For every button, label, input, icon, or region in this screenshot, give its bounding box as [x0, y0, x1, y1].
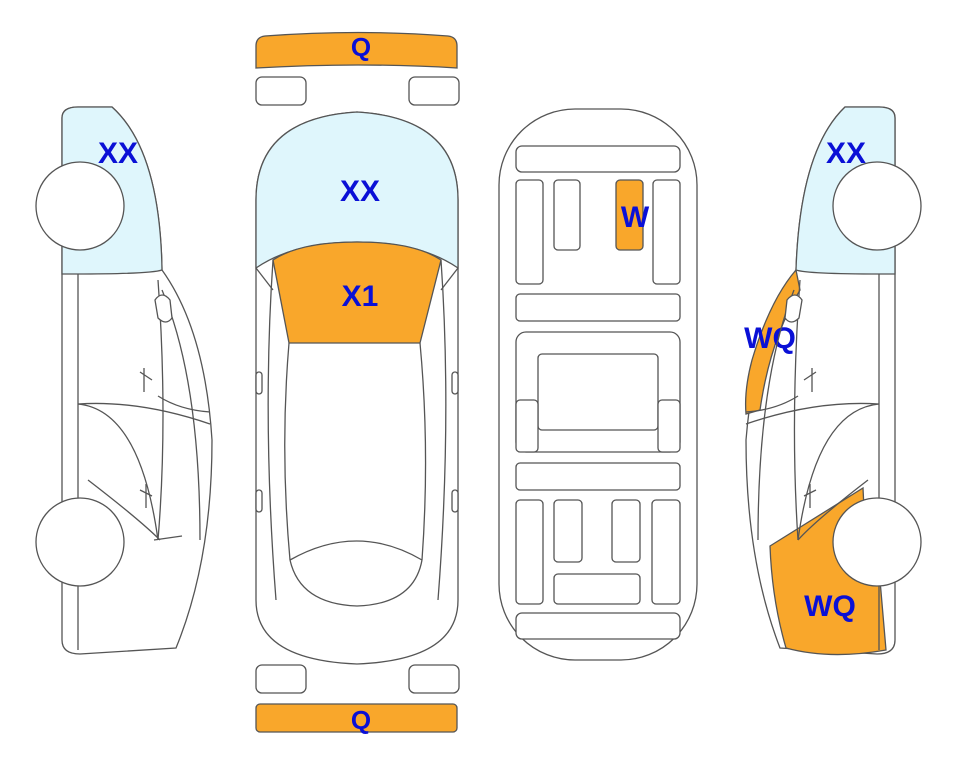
- underbody-part[interactable]: [615, 179, 644, 251]
- right-side-view: XX WQ WQ: [744, 106, 922, 656]
- rear-bumper[interactable]: Q: [255, 703, 458, 735]
- front-bumper[interactable]: Q: [255, 31, 458, 69]
- right-rear-wheel: [832, 497, 922, 587]
- taillight-left: [255, 664, 307, 694]
- top-hood[interactable]: [272, 241, 442, 344]
- rear-bumper-label: Q: [351, 705, 371, 735]
- left-side-view: XX: [35, 106, 213, 655]
- taillight-right: [408, 664, 460, 694]
- top-view-car: XX X1: [255, 111, 459, 665]
- left-rear-wheel: [35, 497, 125, 587]
- right-rear-fender-label: WQ: [804, 590, 856, 623]
- underbody-view: W: [498, 108, 698, 661]
- headlight-left: [255, 76, 307, 106]
- top-windshield-label: XX: [340, 175, 380, 208]
- underbody-part-label: W: [621, 201, 650, 234]
- left-front-wheel: [35, 161, 125, 251]
- left-window-label: XX: [98, 137, 138, 170]
- right-front-wheel: [832, 161, 922, 251]
- right-window-label: XX: [826, 137, 866, 170]
- front-bumper-label: Q: [351, 32, 371, 62]
- top-hood-label: X1: [342, 280, 379, 313]
- right-front-door-label: WQ: [744, 322, 796, 355]
- headlight-right: [408, 76, 460, 106]
